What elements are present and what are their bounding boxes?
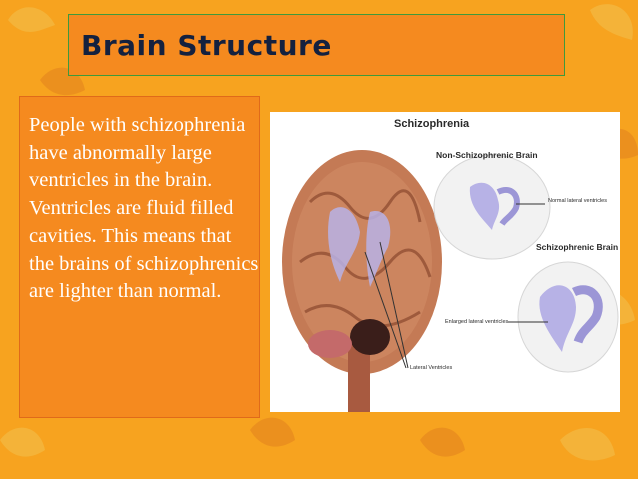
body-text-box: People with schizophrenia have abnormall… [19, 96, 260, 418]
leaf-icon [250, 417, 295, 447]
leaf-icon [8, 7, 55, 32]
leaf-icon [560, 428, 615, 461]
leaf-icon [420, 427, 465, 457]
lateral-ventricles-label: Lateral Ventricles [410, 365, 453, 371]
brain-figure: Schizophrenia Non-Schizophrenic Brain Sc… [270, 112, 620, 412]
non-schizophrenic-label: Non-Schizophrenic Brain [436, 150, 538, 160]
enlarged-ventricle-icon [539, 285, 576, 352]
brain-illustration [282, 150, 619, 412]
slide-title: Brain Structure [81, 29, 332, 62]
normal-ventricles-label: Normal lateral ventricles [548, 198, 607, 204]
normal-ventricle-icon [469, 182, 500, 230]
ventricle-icon [328, 207, 360, 282]
leaf-icon [0, 427, 45, 457]
body-text: People with schizophrenia have abnormall… [29, 114, 259, 303]
figure-title: Schizophrenia [394, 118, 470, 130]
schizophrenic-label: Schizophrenic Brain [536, 242, 619, 252]
leaf-icon [590, 4, 633, 41]
title-box: Brain Structure [68, 14, 565, 76]
enlarged-ventricles-label: Enlarged lateral ventricles [445, 319, 509, 325]
